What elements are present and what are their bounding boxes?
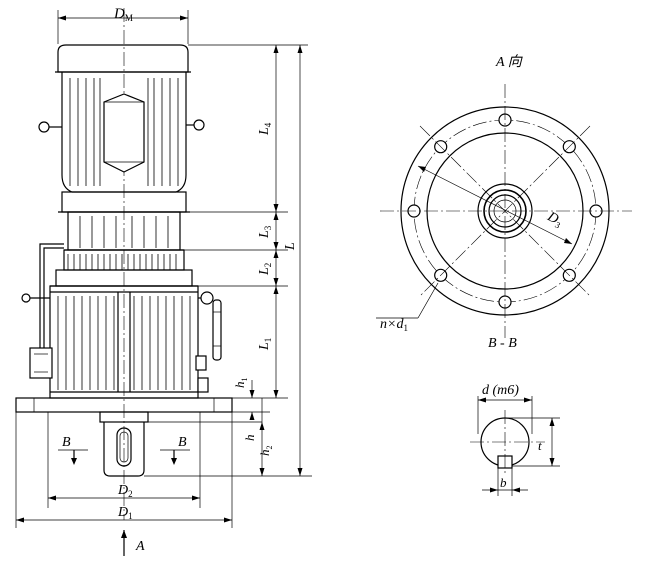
motor-body bbox=[38, 72, 205, 193]
label-h2: h2 bbox=[257, 446, 274, 457]
label-h1: h1 bbox=[232, 378, 249, 389]
dim-dm bbox=[57, 10, 189, 44]
lifting-eye-right bbox=[193, 119, 205, 131]
motor-cap bbox=[55, 44, 191, 73]
label-view-a: A 向 bbox=[495, 54, 524, 70]
label-b-right: B bbox=[178, 435, 187, 450]
label-dm: DM bbox=[113, 6, 133, 23]
label-b-left: B bbox=[62, 435, 71, 450]
lifting-eye-left bbox=[38, 121, 50, 133]
label-l2: L2 bbox=[257, 263, 273, 276]
view-a-arrow bbox=[121, 530, 127, 556]
label-l: L bbox=[283, 242, 298, 251]
terminal-box bbox=[103, 93, 145, 173]
label-holes: n×d1 bbox=[380, 317, 408, 333]
label-l1: L1 bbox=[257, 338, 273, 351]
label-shaft-d: d (m6) bbox=[482, 383, 519, 398]
output-shaft bbox=[99, 411, 149, 477]
label-shaft-t: t bbox=[538, 438, 542, 453]
label-l3: L3 bbox=[257, 225, 273, 239]
dims-right bbox=[144, 44, 312, 477]
dim-d2-d1 bbox=[15, 412, 233, 528]
oil-plug bbox=[29, 347, 53, 379]
section-b-arrows bbox=[58, 449, 190, 465]
label-a-arrow: A bbox=[135, 539, 145, 554]
label-shaft-b: b bbox=[500, 475, 507, 490]
oil-pipe bbox=[21, 243, 64, 379]
oil-gauge bbox=[195, 291, 222, 393]
shaft-section: d (m6) t b bbox=[470, 383, 560, 496]
side-view: DM L4 L3 L2 L1 L h1 h h2 D2 D1 A B B bbox=[15, 6, 312, 556]
label-l4: L4 bbox=[257, 122, 273, 136]
label-d1: D1 bbox=[117, 505, 133, 521]
label-h: h bbox=[242, 435, 257, 442]
view-a-flange: A 向 D3 n×d1 B - B bbox=[376, 54, 632, 351]
label-d3: D3 bbox=[543, 209, 565, 231]
label-section: B - B bbox=[488, 336, 517, 351]
label-d2: D2 bbox=[117, 483, 133, 499]
